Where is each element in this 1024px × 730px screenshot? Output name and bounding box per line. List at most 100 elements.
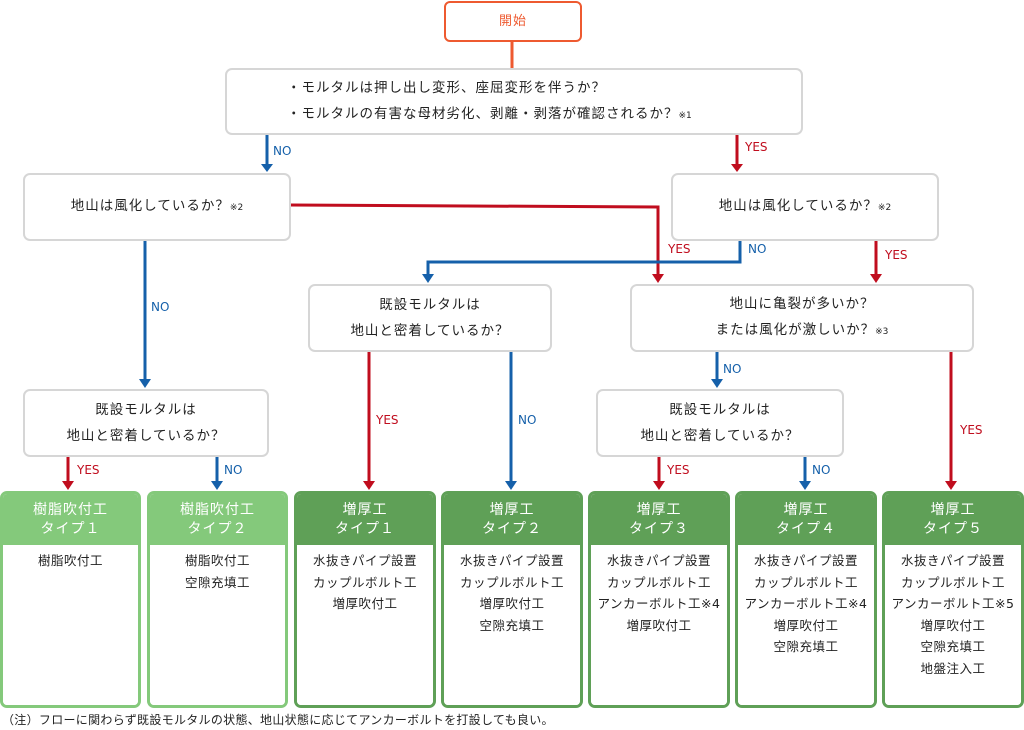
note-ref: ※1	[678, 110, 692, 121]
question-adhesion-middle: 既設モルタルは 地山と密着しているか？	[308, 284, 552, 352]
label-yes: YES	[885, 248, 908, 262]
arrowhead	[211, 481, 223, 490]
arrowhead	[945, 481, 957, 490]
label-yes: YES	[960, 423, 983, 437]
note-ref: ※3	[875, 327, 889, 337]
arrowhead	[799, 481, 811, 490]
arrowhead	[652, 274, 664, 283]
label-yes: YES	[745, 140, 768, 154]
arrowhead	[139, 379, 151, 388]
question-line-1: ・モルタルは押し出し変形、座屈変形を伴うか？	[287, 79, 606, 96]
arrowhead	[62, 481, 74, 490]
footnote: （注）フローに関わらず既設モルタルの状態、地山状態に応じてアンカーボルトを打設し…	[2, 713, 554, 727]
question-adhesion-right: 既設モルタルは 地山と密着しているか？	[596, 389, 844, 457]
result-item: カップルボルト工	[900, 574, 1005, 590]
result-thickening-type5: 増厚工タイプ５ 水抜きパイプ設置 カップルボルト工 アンカーボルト工※5 増厚吹…	[882, 491, 1024, 708]
result-item: 水抜きパイプ設置	[900, 553, 1005, 568]
arrowhead	[711, 379, 723, 388]
question-line-2: 地山と密着しているか？	[350, 323, 510, 339]
result-item: 水抜きパイプ設置	[606, 553, 711, 568]
note-ref: ※2	[229, 203, 244, 213]
result-header: 増厚工タイプ１	[297, 494, 433, 545]
label-yes: YES	[77, 463, 100, 477]
note-ref: ※2	[877, 203, 892, 213]
result-item: 水抜きパイプ設置	[459, 553, 564, 568]
result-items: 水抜きパイプ設置 カップルボルト工 増厚吹付工	[297, 545, 433, 705]
arrowhead	[363, 481, 375, 490]
arrowhead	[731, 164, 743, 172]
result-thickening-type4: 増厚工タイプ４ 水抜きパイプ設置 カップルボルト工 アンカーボルト工※4 増厚吹…	[735, 491, 877, 708]
question-text: 地山は風化しているか？	[70, 198, 230, 214]
label-yes: YES	[667, 463, 690, 477]
result-item: 増厚吹付工	[773, 617, 839, 633]
result-header: 樹脂吹付工タイプ２	[150, 494, 285, 545]
question-mortar-deformation: ・モルタルは押し出し変形、座屈変形を伴うか？ ・モルタルの有害な母材劣化、剥離・…	[225, 68, 803, 135]
label-no: NO	[748, 242, 767, 256]
result-item: カップルボルト工	[753, 574, 858, 590]
question-weathering-left: 地山は風化しているか？※2	[23, 173, 291, 241]
question-line-1: 地山に亀裂が多いか？	[729, 296, 875, 312]
result-thickening-type3: 増厚工タイプ３ 水抜きパイプ設置 カップルボルト工 アンカーボルト工※4 増厚吹…	[588, 491, 730, 708]
result-item: カップルボルト工	[312, 574, 417, 590]
result-item: アンカーボルト工※4	[744, 596, 868, 611]
question-line-1: 既設モルタルは	[379, 297, 481, 313]
result-items: 水抜きパイプ設置 カップルボルト工 増厚吹付工 空隙充填工	[444, 545, 580, 705]
result-item: 空隙充填工	[920, 639, 986, 654]
result-item: 空隙充填工	[479, 617, 545, 633]
result-items: 水抜きパイプ設置 カップルボルト工 アンカーボルト工※5 増厚吹付工 空隙充填工…	[885, 545, 1021, 705]
label-no: NO	[812, 463, 831, 477]
result-item: 増厚吹付工	[332, 596, 398, 611]
result-thickening-type1: 増厚工タイプ１ 水抜きパイプ設置 カップルボルト工 増厚吹付工	[294, 491, 436, 708]
label-yes: YES	[376, 413, 399, 427]
result-thickening-type2: 増厚工タイプ２ 水抜きパイプ設置 カップルボルト工 増厚吹付工 空隙充填工	[441, 491, 583, 708]
label-no: NO	[273, 144, 292, 158]
question-line-1: 既設モルタルは	[95, 402, 197, 418]
result-item: 増厚吹付工	[626, 617, 692, 633]
question-line-2: 地山と密着しているか？	[66, 428, 226, 444]
result-item: アンカーボルト工※4	[597, 596, 721, 611]
question-line-2: ・モルタルの有害な母材劣化、剥離・剥落が確認されるか？※1	[287, 105, 692, 122]
result-items: 樹脂吹付工 空隙充填工	[150, 545, 285, 705]
start-label: 開始	[498, 13, 527, 29]
result-item: 水抜きパイプ設置	[312, 553, 417, 568]
question-adhesion-left: 既設モルタルは 地山と密着しているか？	[23, 389, 269, 457]
result-item: 樹脂吹付工	[37, 553, 103, 568]
result-resin-type1: 樹脂吹付工タイプ１ 樹脂吹付工	[0, 491, 141, 708]
label-no: NO	[518, 413, 537, 427]
arrowhead	[261, 164, 273, 172]
result-item: 空隙充填工	[184, 574, 250, 590]
connector-left-weather-yes	[289, 203, 660, 275]
result-header: 増厚工タイプ３	[591, 494, 727, 545]
question-weathering-right: 地山は風化しているか？※2	[671, 173, 939, 241]
result-header: 増厚工タイプ４	[738, 494, 874, 545]
result-item: 水抜きパイプ設置	[753, 553, 858, 568]
result-header: 樹脂吹付工タイプ１	[3, 494, 138, 545]
arrowhead	[505, 481, 517, 490]
result-items: 水抜きパイプ設置 カップルボルト工 アンカーボルト工※4 増厚吹付工 空隙充填工	[738, 545, 874, 705]
arrowhead	[422, 274, 434, 283]
result-header: 増厚工タイプ５	[885, 494, 1021, 545]
arrowhead	[653, 481, 665, 490]
result-item: 増厚吹付工	[479, 596, 545, 611]
question-cracks: 地山に亀裂が多いか？ または風化が激しいか？※3	[630, 284, 974, 352]
result-resin-type2: 樹脂吹付工タイプ２ 樹脂吹付工 空隙充填工	[147, 491, 288, 708]
label-no: NO	[723, 362, 742, 376]
connector-right-weather-no	[426, 241, 742, 275]
question-text: 地山は風化しているか？	[718, 198, 878, 214]
label-yes: YES	[668, 242, 691, 256]
result-item: 樹脂吹付工	[184, 553, 250, 568]
result-item: 地盤注入工	[920, 660, 986, 676]
result-item: カップルボルト工	[459, 574, 564, 590]
label-no: NO	[224, 463, 243, 477]
result-item: カップルボルト工	[606, 574, 711, 590]
result-items: 樹脂吹付工	[3, 545, 138, 705]
result-items: 水抜きパイプ設置 カップルボルト工 アンカーボルト工※4 増厚吹付工	[591, 545, 727, 705]
label-no: NO	[151, 300, 170, 314]
arrowhead	[870, 274, 882, 283]
question-line-1: 既設モルタルは	[669, 402, 771, 418]
result-item: アンカーボルト工※5	[891, 596, 1015, 611]
result-item: 増厚吹付工	[920, 617, 986, 633]
result-item: 空隙充填工	[773, 639, 839, 654]
result-header: 増厚工タイプ２	[444, 494, 580, 545]
